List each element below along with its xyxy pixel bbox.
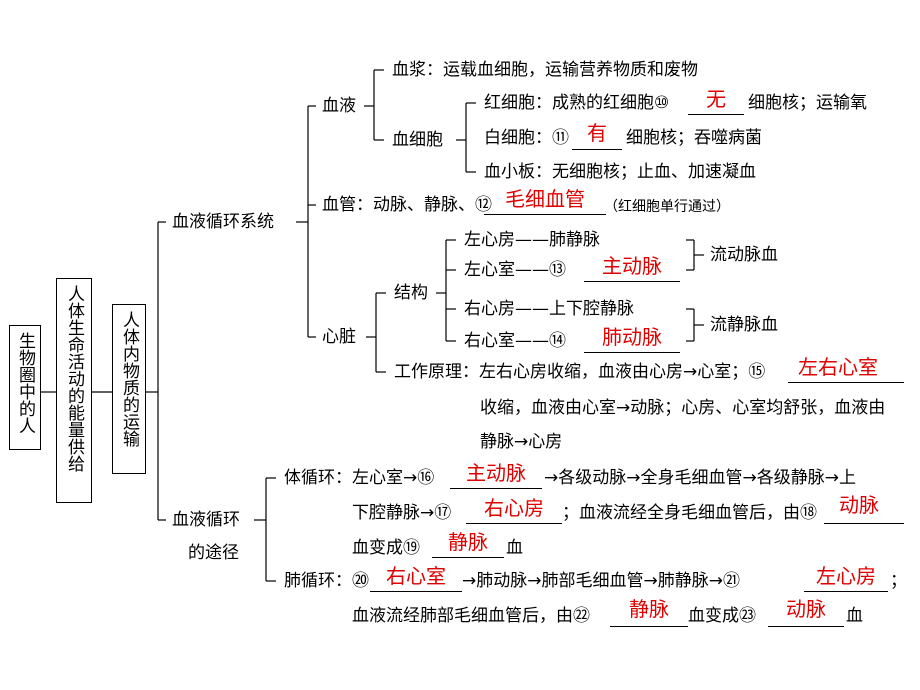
- answer-17: 右心房: [484, 496, 544, 520]
- answer-22: 静脉: [629, 597, 669, 621]
- answer-16: 主动脉: [466, 461, 526, 485]
- structure-label: 结构: [394, 283, 428, 303]
- arterial-blood-label: 流动脉血: [710, 245, 778, 265]
- blank-22: [610, 626, 688, 627]
- right-ventricle-pre: 右心室——⑭: [464, 331, 566, 351]
- blank-18: [824, 523, 904, 524]
- answer-23: 动脉: [786, 597, 826, 621]
- pulmonary-end: ；: [890, 571, 907, 591]
- blank-23: [768, 626, 844, 627]
- answer-13: 主动脉: [602, 254, 662, 278]
- blood-cells-label: 血细胞: [392, 130, 443, 150]
- answer-15: 左右心室: [798, 355, 878, 379]
- blank-12: [484, 214, 606, 215]
- blank-21: [804, 591, 888, 592]
- blank-15: [788, 382, 904, 383]
- pulmonary-line2-mid: 血变成㉓: [688, 606, 756, 626]
- working-principle-line3: 静脉→心房: [480, 432, 563, 452]
- box-substance-transport: 人体内物质的运输: [112, 304, 146, 474]
- box-biosphere-human-text: 生物圈中的人: [15, 332, 35, 434]
- venous-blood-label: 流静脉血: [710, 315, 778, 335]
- answer-18: 动脉: [839, 493, 879, 517]
- answer-21: 左心房: [816, 564, 876, 588]
- circulation-route-label-2: 的途径: [188, 543, 239, 563]
- plasma-text: 血浆：运载血细胞，运输营养物质和废物: [392, 60, 698, 80]
- answer-10: 无: [706, 87, 726, 111]
- systemic-pre: 体循环：左心室→⑯: [284, 468, 435, 488]
- systemic-mid: →各级动脉→全身毛细血管→各级静脉→上: [544, 468, 856, 488]
- answer-20: 右心室: [386, 564, 446, 588]
- systemic-line2-mid: ；血液流经全身毛细血管后，由⑱: [562, 503, 817, 523]
- pulmonary-line2-pre: 血液流经肺部毛细血管后，由㉒: [352, 606, 590, 626]
- pulmonary-mid: →肺动脉→肺部毛细血管→肺静脉→㉑: [462, 571, 740, 591]
- left-atrium-text: 左心房——肺静脉: [464, 230, 600, 250]
- blank-16: [450, 488, 542, 489]
- heart-label: 心脏: [322, 327, 356, 347]
- circulation-route-label-1: 血液循环: [172, 510, 240, 530]
- vessel-post: （红细胞单行通过）: [604, 199, 730, 215]
- box-biosphere-human: 生物圈中的人: [9, 325, 41, 450]
- circulatory-system-label: 血液循环系统: [172, 212, 274, 232]
- vessel-pre: 血管：动脉、静脉、⑫: [322, 195, 492, 215]
- systemic-line3-pre: 血变成⑲: [352, 538, 420, 558]
- blood-label: 血液: [322, 96, 356, 116]
- working-principle-line2: 收缩，血液由心室→动脉；心房、心室均舒张，血液由: [480, 398, 886, 418]
- systemic-line3-post: 血: [506, 538, 523, 558]
- wbc-pre: 白细胞：⑪: [484, 128, 569, 148]
- blank-19: [432, 557, 504, 558]
- box-substance-transport-text: 人体内物质的运输: [119, 311, 139, 447]
- blank-17: [466, 523, 562, 524]
- blank-11: [572, 149, 622, 150]
- left-ventricle-pre: 左心室——⑬: [464, 260, 566, 280]
- rbc-post: 细胞核；运输氧: [748, 93, 867, 113]
- box-energy-supply-text: 人体生命活动的能量供给: [64, 285, 84, 472]
- rbc-pre: 红细胞：成熟的红细胞⑩: [484, 93, 670, 113]
- blank-14: [584, 352, 680, 353]
- blank-13: [584, 281, 680, 282]
- working-principle-pre: 工作原理：左右心房收缩，血液由心房→心室；⑮: [394, 362, 766, 382]
- blank-20: [370, 591, 462, 592]
- answer-19: 静脉: [448, 530, 488, 554]
- wbc-post: 细胞核；吞噬病菌: [626, 128, 762, 148]
- right-atrium-text: 右心房——上下腔静脉: [464, 299, 634, 319]
- answer-11: 有: [587, 121, 607, 145]
- platelet-text: 血小板：无细胞核；止血、加速凝血: [484, 162, 756, 182]
- box-energy-supply: 人体生命活动的能量供给: [56, 278, 92, 503]
- answer-12: 毛细血管: [505, 187, 585, 211]
- pulmonary-line2-post: 血: [846, 606, 863, 626]
- pulmonary-pre: 肺循环：⑳: [284, 571, 369, 591]
- systemic-line2-pre: 下腔静脉→⑰: [352, 503, 452, 523]
- answer-14: 肺动脉: [602, 325, 662, 349]
- blank-10: [688, 114, 744, 115]
